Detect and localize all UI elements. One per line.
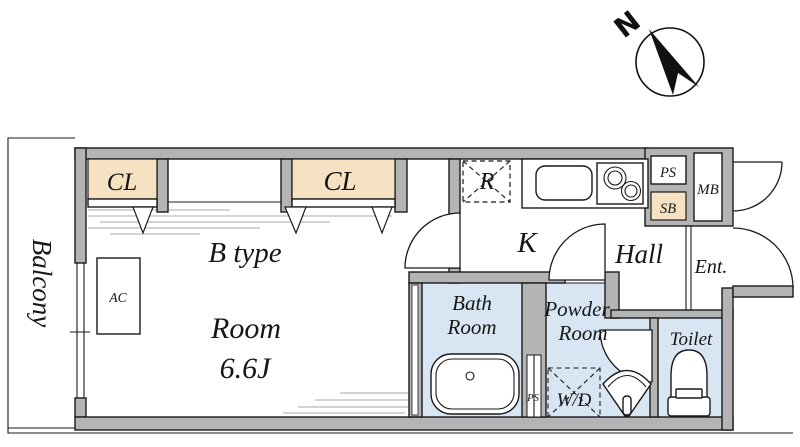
north-label: N (608, 4, 647, 44)
washbasin (602, 369, 652, 417)
powder-door-arc (548, 223, 606, 281)
porch-stub-wall (732, 285, 794, 298)
right-wall-lower (721, 287, 734, 431)
balcony-window (70, 263, 90, 398)
toilet-top-wall (610, 309, 734, 319)
bath-label-line1: Bath (452, 291, 492, 315)
room-name-label: Room (210, 312, 281, 345)
north-arrow (649, 29, 699, 95)
bath-wall-strip (411, 284, 419, 416)
fridge-label: R (479, 169, 495, 195)
entrance-step-lines (685, 226, 692, 310)
closet2-box (291, 158, 396, 200)
toilet-label: Toilet (670, 329, 713, 350)
room-size-label: 6.6J (220, 352, 273, 385)
closet2-left-stub (280, 158, 293, 213)
fridge-space (462, 160, 511, 203)
left-wall-upper (74, 147, 87, 264)
top-wall (74, 147, 649, 160)
hall-label: Hall (614, 239, 663, 269)
balcony-label: Balcony (27, 239, 57, 327)
balcony-outline (7, 137, 793, 434)
kitchen-sink (535, 165, 593, 201)
left-wall-lower (74, 397, 87, 418)
shoe-box (650, 191, 687, 221)
shoe-box-label: SB (660, 201, 676, 217)
compass: N (608, 4, 705, 97)
pipe-space-bottom-label: PS (526, 393, 539, 404)
closet2-right-stub (394, 158, 408, 213)
bath-label-line2: Room (447, 315, 497, 339)
closet-door-triangles (132, 206, 393, 235)
meter-box-label: MB (696, 182, 719, 198)
closet2-track (291, 198, 396, 208)
bathtub (430, 353, 520, 415)
toilet-fixture (667, 349, 711, 417)
room-type-label: B type (208, 237, 281, 269)
closet1-label: CL (107, 169, 138, 196)
ac-label: AC (108, 290, 127, 305)
pipe-space-strip (526, 354, 542, 418)
pipe-space-top-label: PS (659, 165, 677, 181)
meter-box-door-arc (732, 161, 783, 212)
closet1-right-stub (156, 158, 169, 213)
washer-dryer-label: W/D (557, 390, 592, 411)
pipe-space-box (650, 155, 687, 185)
kitchen-door-arc (404, 212, 461, 269)
ac-unit (96, 257, 141, 335)
kitchen-wall (448, 158, 461, 215)
closet1-track (87, 198, 158, 208)
bath-top-wall (408, 271, 566, 284)
meter-box (693, 152, 723, 222)
closet2-label: CL (323, 166, 356, 196)
washer-dryer-space (547, 367, 601, 418)
stove-burners (603, 166, 642, 202)
powder-label-line2: Room (558, 321, 608, 345)
entrance-door-arc (732, 227, 794, 289)
kitchen-label: K (516, 227, 538, 259)
powder-label-line1: Powder (543, 297, 610, 321)
bottom-wall (74, 416, 734, 431)
entrance-label: Ent. (694, 256, 728, 278)
closet1-box (87, 158, 158, 200)
